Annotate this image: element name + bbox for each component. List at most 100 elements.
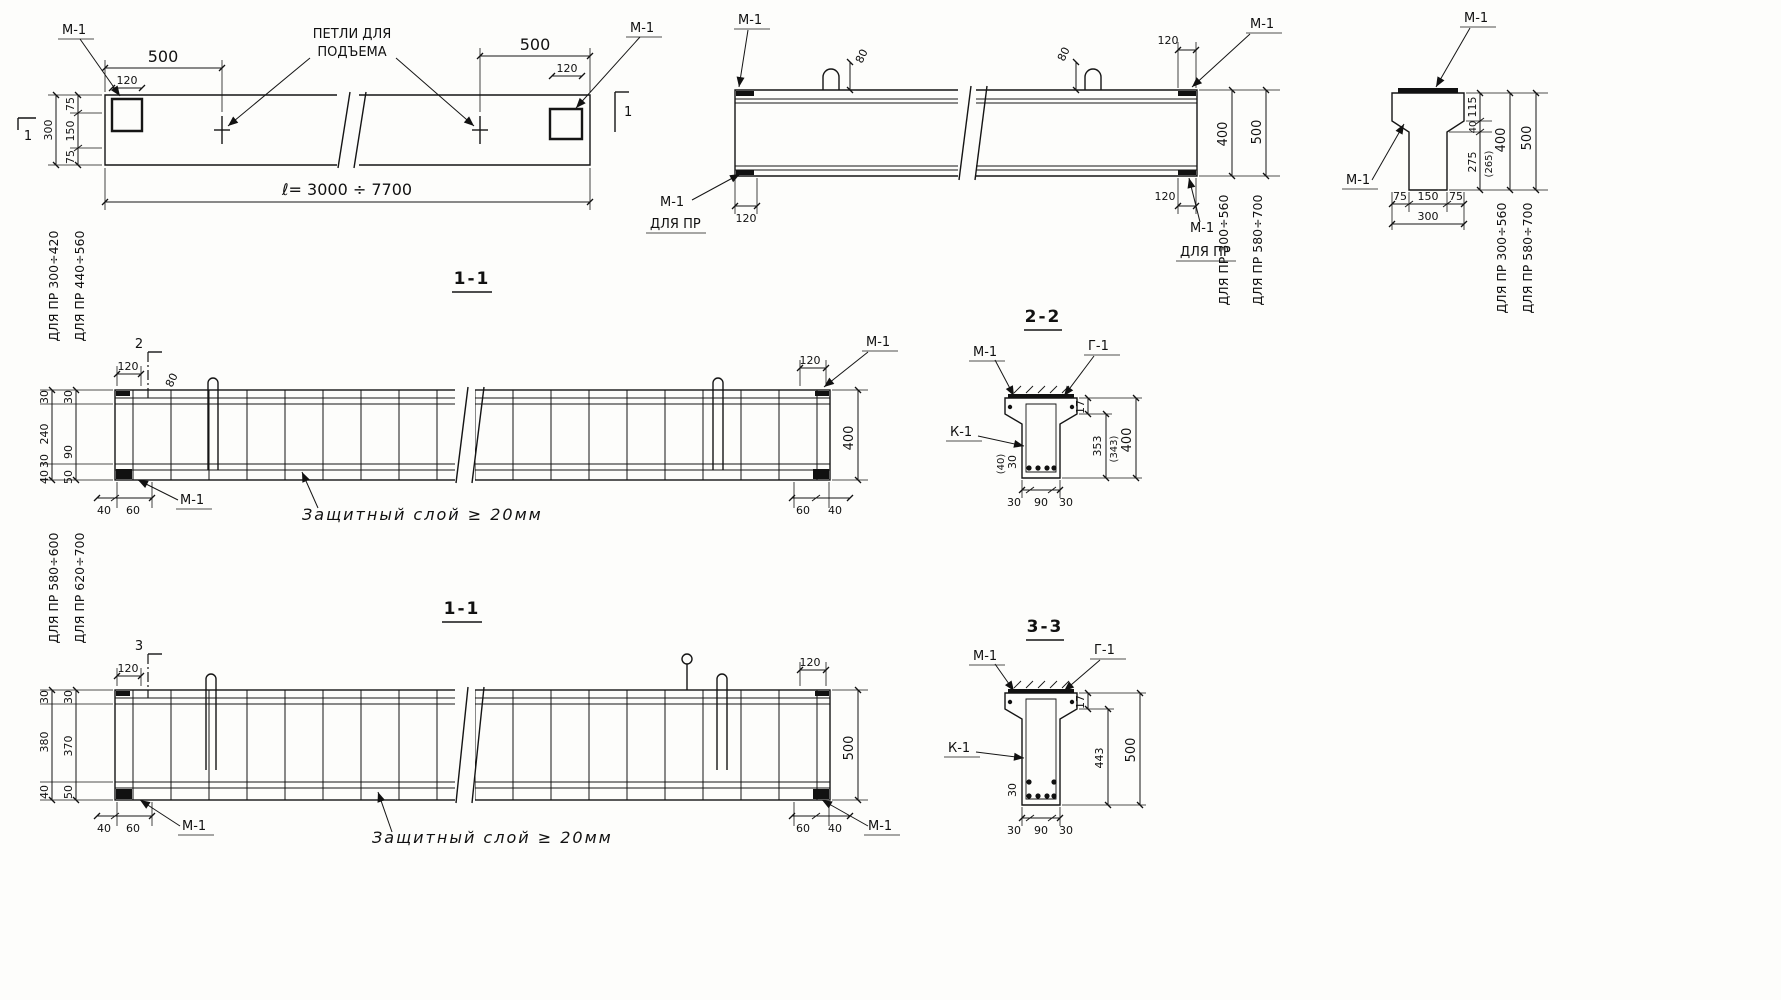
dim-343: (343) [1109,435,1120,462]
plan-view: 500 500 120 120 М-1 М-1 ПЕТЛИ ДЛЯ ПОДЪЕМ… [17,21,662,210]
dim-40: 40 [828,504,842,517]
dim-17: 17 [1074,400,1087,414]
dim-500: 500 [1250,120,1265,145]
dim-80: 80 [163,371,181,389]
dim-40: 40 [97,822,111,835]
stirrup [1025,698,1057,800]
k1-label: К-1 [950,425,972,440]
dim-60: 60 [126,504,140,517]
range-label: ДЛЯ ПР 300÷560 [1216,194,1231,305]
range-label: ДЛЯ ПР 580÷700 [1520,202,1535,313]
length-dim: ℓ= 3000 ÷ 7700 [281,180,412,199]
lifting-loop [712,377,724,470]
dim-353: 353 [1091,436,1104,457]
dim-75: 75 [1393,190,1407,203]
m1-label: М-1 [62,23,86,38]
view-title: 1-1 [454,269,491,289]
beam-plan-outline [104,94,591,166]
dim-30-cover: 30 [1006,783,1019,797]
dim-50: 50 [62,470,75,484]
dim-40: 40 [1468,121,1479,134]
dlya-pr-label: ДЛЯ ПР [650,217,701,232]
dlya-pr-label: ДЛЯ ПР [1180,245,1231,260]
dim-275: 275 [1466,152,1479,173]
dim-240: 240 [38,424,51,445]
m1-label: М-1 [973,345,997,360]
dim-120: 120 [800,354,821,367]
dim-500: 500 [842,736,857,761]
k1-label: К-1 [948,741,970,756]
dim-40: 40 [828,822,842,835]
cover-note: Защитный слой ≥ 20мм [302,505,543,524]
dim-60: 60 [796,504,810,517]
m1-label: М-1 [1464,11,1488,26]
dim-400: 400 [1120,428,1135,453]
dim-115: 115 [1466,97,1479,118]
dim-75: 75 [64,150,77,164]
dim-90: 90 [1034,496,1048,509]
stirrup [1025,403,1057,473]
dim-80: 80 [1055,45,1073,63]
dim-40: 40 [97,504,111,517]
dim-380: 380 [38,732,51,753]
dim-300: 300 [42,120,55,141]
range-label: ДЛЯ ПР 620÷700 [72,532,87,643]
top-plate [1398,88,1458,93]
g1-label: Г-1 [1094,643,1115,658]
dim-60: 60 [796,822,810,835]
dim-90: 90 [1034,824,1048,837]
dim-75: 75 [1449,190,1463,203]
range-label: ДЛЯ ПР 300÷560 [1494,202,1509,313]
lifting-loop [1084,68,1102,90]
dim-120: 120 [118,360,139,373]
dim-120-right: 120 [557,62,578,75]
dim-120: 120 [1158,34,1179,47]
dim-265: (265) [1484,150,1495,177]
dim-40: 40 [38,785,51,799]
cut-mark-3: 3 [135,639,143,654]
section-3-3: 3-3 М-1 Г-1 К-1 17 443 500 30 30 90 30 [944,617,1146,837]
lifting-loop [716,673,728,770]
range-label: ДЛЯ ПР 580÷600 [46,532,61,643]
view-title: 3-3 [1027,617,1064,637]
m1-label: М-1 [630,21,654,36]
dim-30: 30 [1007,496,1021,509]
dim-120: 120 [800,656,821,669]
m1-label: М-1 [180,493,204,508]
dim-30: 30 [1059,824,1073,837]
dim-30: 30 [62,690,75,704]
dim-150: 150 [1418,190,1439,203]
beam-section-outline [1391,92,1465,191]
dim-370: 370 [62,736,75,757]
g1-label: Г-1 [1088,339,1109,354]
dim-120-left: 120 [117,74,138,87]
dim-50: 50 [62,785,75,799]
dim-17: 17 [1074,695,1087,709]
dim-120: 120 [1155,190,1176,203]
m1-label: М-1 [1250,17,1274,32]
dim-30: 30 [1059,496,1073,509]
m1-label: М-1 [868,819,892,834]
lifting-loop-end [681,653,693,665]
m1-label: М-1 [738,13,762,28]
dim-80: 80 [853,47,871,65]
dim-400: 400 [842,426,857,451]
dim-120: 120 [736,212,757,225]
embed-plate-left [110,97,144,133]
section-1-1-top: 1-1 2 120 80 120 М-1 400 40 60 М-1 60 40… [38,230,898,524]
dim-30: 30 [38,390,51,404]
dim-500-left: 500 [148,47,179,66]
dim-75: 75 [64,97,77,111]
embed-plate-right [548,107,584,141]
m1-label: М-1 [182,819,206,834]
cut-mark-1: 1 [624,105,632,120]
cover-note: Защитный слой ≥ 20мм [372,828,613,847]
dim-120: 120 [118,662,139,675]
lifting-loop [207,377,219,470]
dim-500: 500 [1124,738,1139,763]
dim-30: 30 [1007,824,1021,837]
dim-400: 400 [1216,122,1231,147]
range-label: ДЛЯ ПР 300÷420 [46,230,61,341]
